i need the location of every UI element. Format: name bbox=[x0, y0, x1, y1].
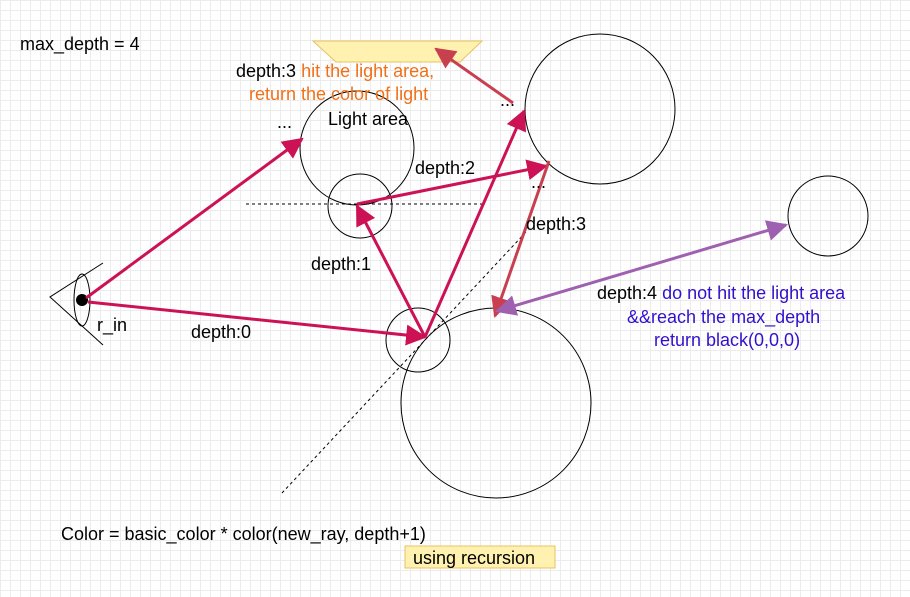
ray-depth1 bbox=[355, 204, 427, 338]
depth4-line2: &&reach the max_depth bbox=[627, 307, 820, 328]
sphere-far-right bbox=[787, 175, 869, 257]
r-in-label: r_in bbox=[97, 315, 127, 336]
depth3-light-hit-line2: return the color of light bbox=[249, 84, 428, 104]
depth4-line1: depth:4 do not hit the light area bbox=[597, 283, 846, 303]
depth4-line3: return black(0,0,0) bbox=[654, 330, 800, 350]
light-area-shape bbox=[311, 40, 484, 63]
sphere-large-bottom bbox=[400, 307, 592, 499]
ray-depth4 bbox=[494, 220, 789, 316]
eye-icon bbox=[49, 262, 104, 346]
ellipsis-right: ... bbox=[531, 172, 546, 192]
max-depth-label: max_depth = 4 bbox=[20, 34, 140, 55]
ray-to-light-area bbox=[434, 47, 514, 105]
ray-to-large-sphere bbox=[423, 109, 527, 338]
depth1-label: depth:1 bbox=[311, 254, 371, 274]
sphere-small-upper bbox=[327, 173, 393, 239]
ellipsis-top-right: ... bbox=[500, 90, 515, 110]
ellipsis-left: ... bbox=[277, 112, 292, 132]
light-area-label: Light area bbox=[328, 109, 409, 129]
ray-depth0 bbox=[87, 300, 428, 346]
sphere-large-top-right bbox=[524, 33, 676, 185]
formula-label: Color = basic_color * color(new_ray, dep… bbox=[61, 524, 426, 545]
depth2-label: depth:2 bbox=[415, 158, 475, 178]
depth3-light-hit-line1: depth:3 hit the light area, bbox=[236, 61, 434, 81]
recursion-note-label: using recursion bbox=[413, 548, 535, 568]
depth3-label: depth:3 bbox=[526, 214, 586, 234]
depth0-label: depth:0 bbox=[191, 322, 251, 342]
ray-eye-to-upper-sphere bbox=[85, 137, 304, 300]
ray-depth2 bbox=[356, 159, 549, 206]
sphere-small-lower bbox=[385, 307, 451, 373]
recursion-note-box bbox=[404, 545, 556, 569]
